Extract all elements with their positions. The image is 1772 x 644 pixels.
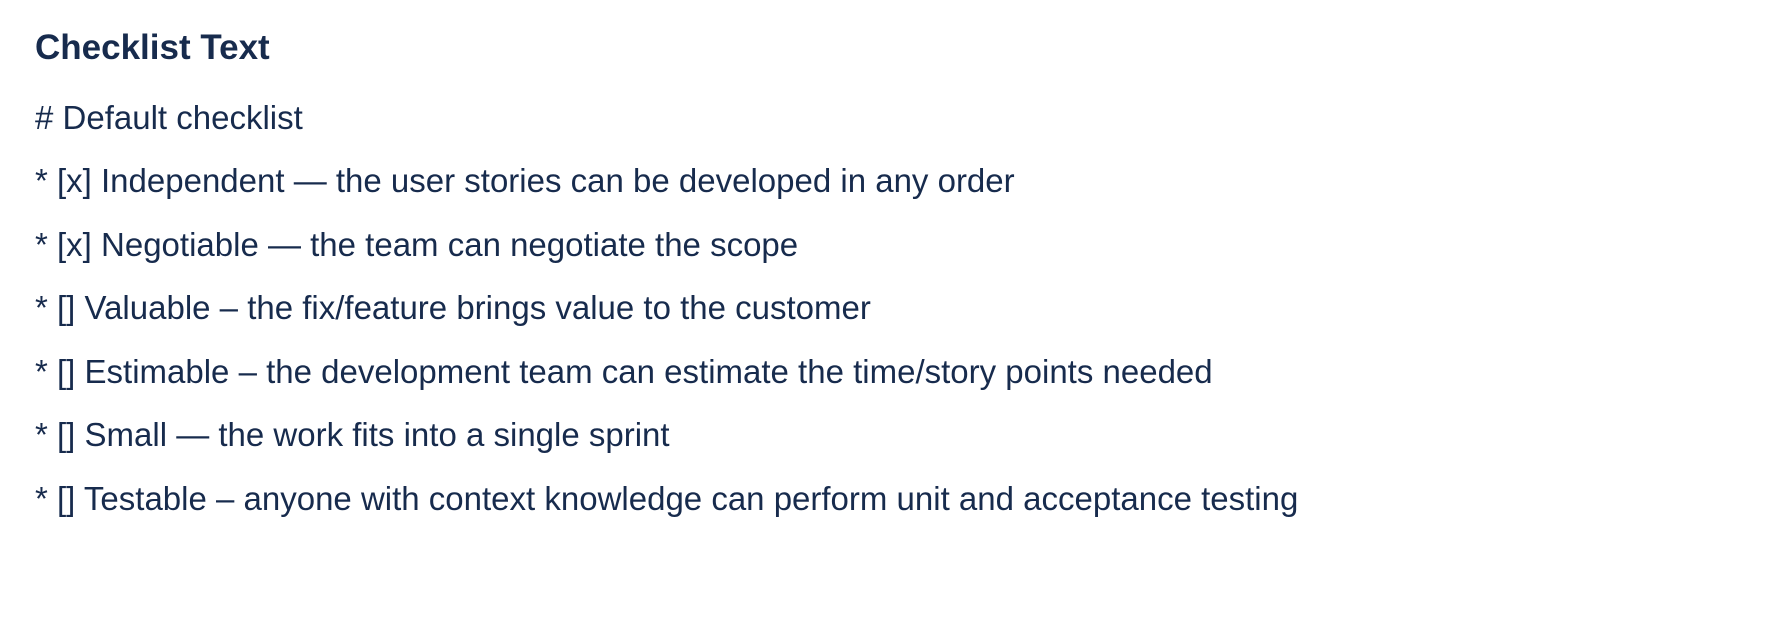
checklist-line-heading: # Default checklist [35,98,303,136]
checklist-line-valuable: * [] Valuable – the fix/feature brings v… [35,289,871,327]
field-label-checklist-text: Checklist Text [35,28,270,67]
checklist-line-small: * [] Small — the work fits into a single… [35,416,670,454]
checklist-line-negotiable: * [x] Negotiable — the team can negotiat… [35,225,799,263]
checklist-line-estimable: * [] Estimable – the development team ca… [35,352,1213,390]
checklist-line-testable: * [] Testable – anyone with context know… [35,479,1299,517]
checklist-text-field-value[interactable]: # Default checklist * [x] Independent — … [35,86,1737,531]
checklist-line-independent: * [x] Independent — the user stories can… [35,162,1015,200]
